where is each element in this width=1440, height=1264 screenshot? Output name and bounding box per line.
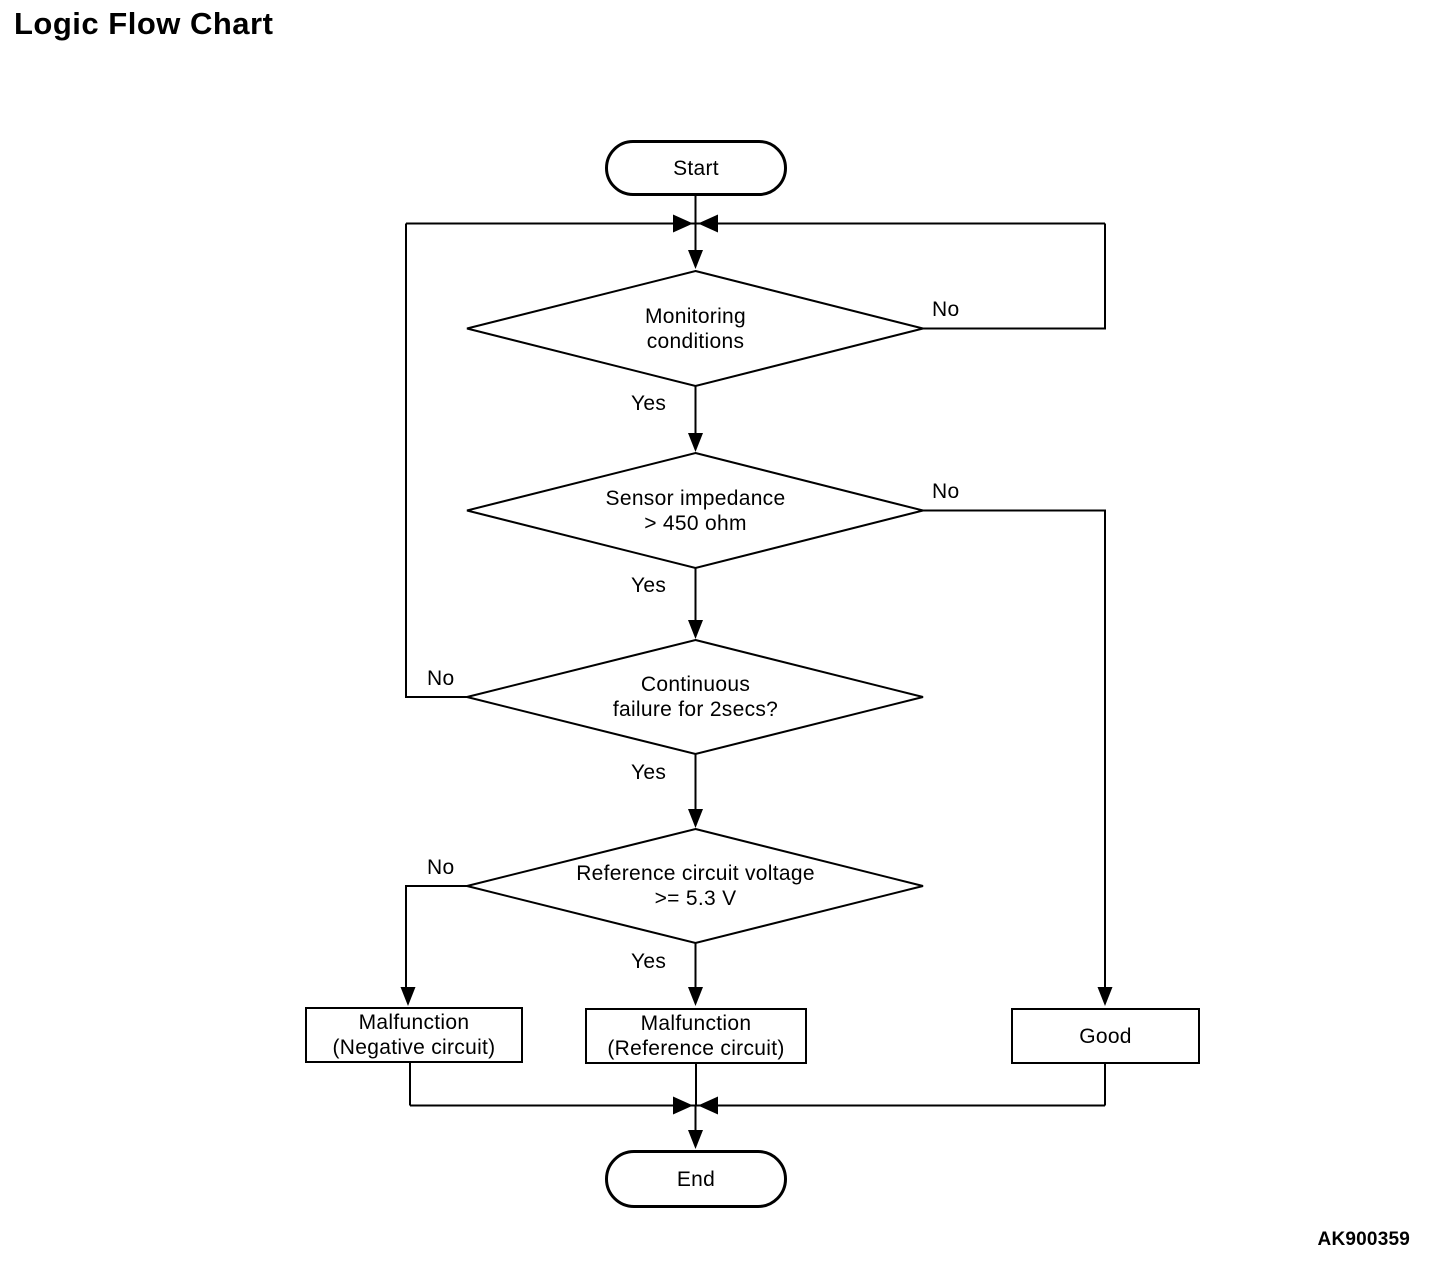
branch-label-continuous-yes: Yes: [631, 761, 667, 784]
arrowhead-down-icon: [688, 620, 703, 639]
result-malfunction-reference: Malfunction (Reference circuit): [585, 1008, 807, 1064]
start-node: Start: [605, 140, 787, 196]
edge-reference-no: [405, 885, 467, 990]
arrowheads: [400, 214, 1113, 1149]
arrowhead-left-icon: [698, 214, 718, 233]
arrowhead-down-icon: [688, 1130, 703, 1149]
branch-label-monitoring-yes: Yes: [631, 392, 667, 415]
decision-shapes: [466, 269, 924, 945]
branch-label-reference-no: No: [427, 856, 455, 879]
decision-continuous-failure: Continuous failure for 2secs?: [612, 673, 779, 721]
end-node: End: [605, 1150, 787, 1208]
arrowhead-down-icon: [688, 250, 703, 269]
decision-diamond-reference: [466, 827, 924, 945]
arrowhead-down-icon: [688, 987, 703, 1006]
decision-monitoring-conditions: Monitoring conditions: [644, 304, 747, 353]
decision-diamond-continuous: [466, 638, 924, 756]
page-title: Logic Flow Chart: [14, 6, 274, 41]
result-good: Good: [1011, 1008, 1200, 1064]
edge-impedance-no: [923, 509, 1106, 990]
decision-diamond-impedance: [466, 451, 924, 570]
branch-label-reference-yes: Yes: [631, 950, 667, 973]
arrowhead-right-icon: [673, 1096, 693, 1115]
arrowhead-down-icon: [688, 433, 703, 452]
arrowhead-down-icon: [688, 809, 703, 828]
arrowhead-down-icon: [400, 987, 416, 1006]
branch-label-impedance-no: No: [932, 480, 960, 503]
branch-label-impedance-yes: Yes: [631, 574, 667, 597]
figure-code: AK900359: [1317, 1229, 1410, 1250]
flow-edges: [405, 195, 1106, 1132]
edge-continuous-no: [405, 223, 467, 698]
arrowhead-left-icon: [698, 1096, 718, 1115]
decision-reference-voltage: Reference circuit voltage >= 5.3 V: [576, 862, 815, 910]
decision-diamond-monitoring: [466, 269, 924, 388]
arrowhead-right-icon: [673, 214, 693, 233]
branch-label-continuous-no: No: [427, 667, 455, 690]
result-malfunction-negative: Malfunction (Negative circuit): [305, 1007, 523, 1063]
edge-monitoring-no: [923, 223, 1106, 330]
branch-label-monitoring-no: No: [932, 298, 960, 321]
decision-sensor-impedance: Sensor impedance > 450 ohm: [605, 486, 786, 535]
arrowhead-down-icon: [1097, 987, 1113, 1006]
